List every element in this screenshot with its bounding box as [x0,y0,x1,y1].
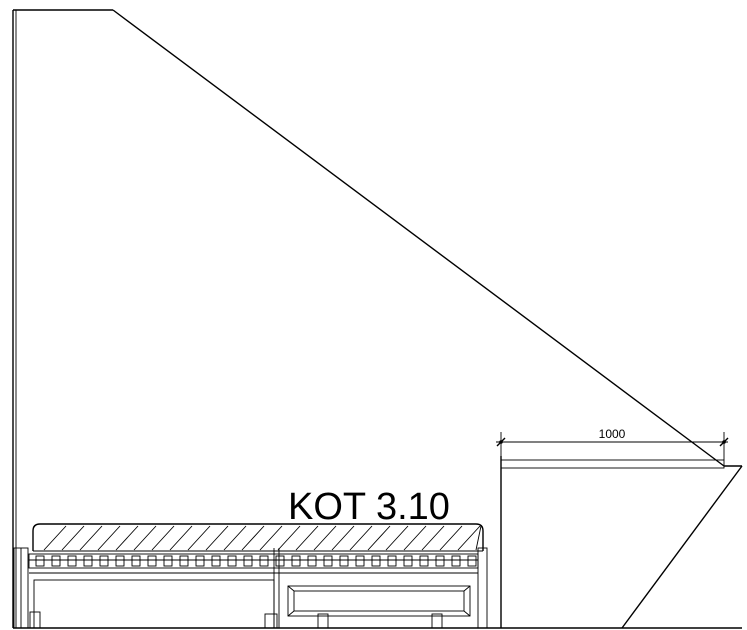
lower-frame-left [33,548,280,629]
joist-block [35,555,45,567]
joist-block [259,555,269,567]
joist-block [355,555,365,567]
hatch-line [259,525,283,551]
dimension-line: 1000 [496,427,729,460]
hatch-line [79,525,103,551]
sloped-outline [13,9,743,629]
hatch-line [205,525,229,551]
joist-block [227,555,237,567]
joist-block [387,555,397,567]
hatch-line [223,525,247,551]
hatch-line [241,525,265,551]
joist-block [243,555,253,567]
joist-block [339,555,349,567]
joist-block [83,555,93,567]
joist-block [195,555,205,567]
dimension-label: 1000 [599,427,626,441]
joist-blocks [35,555,477,567]
slab-hatching [43,525,482,551]
hatch-line [457,525,481,551]
dimension-dot-left [499,440,503,444]
joist-block [131,555,141,567]
right-block [500,456,725,628]
joist-block [467,555,477,567]
deck-slab [32,523,484,552]
joist-block [307,555,317,567]
joist-block [147,555,157,567]
left-wall [12,10,17,628]
hatch-line [331,525,355,551]
hatch-line [187,525,211,551]
joist-block [403,555,413,567]
hatch-line [277,525,301,551]
dimension-dot-right [722,440,726,444]
hatch-line [349,525,373,551]
hatch-line [97,525,121,551]
joist-block [419,555,429,567]
hatch-line [475,525,482,551]
hatch-line [133,525,157,551]
hatch-line [115,525,139,551]
right-post [477,547,488,629]
joist-block [275,555,285,567]
hatch-line [385,525,409,551]
joist-block [211,555,221,567]
joist-block [291,555,301,567]
hatch-line [421,525,445,551]
joist-strip [28,553,479,574]
lower-frame-right [287,585,471,629]
hatch-line [169,525,193,551]
joist-block [435,555,445,567]
joist-block [99,555,109,567]
joist-block [115,555,125,567]
hatch-line [43,525,67,551]
hatch-line [151,525,175,551]
joist-block [451,555,461,567]
hatch-line [295,525,319,551]
joist-block [163,555,173,567]
joist-block [323,555,333,567]
hatch-line [439,525,463,551]
joist-block [371,555,381,567]
hatch-line [313,525,337,551]
joist-block [67,555,77,567]
joist-block [179,555,189,567]
level-label: KOT 3.10 [288,486,450,528]
hatch-line [367,525,391,551]
joist-block [51,555,61,567]
hatch-line [403,525,427,551]
hatch-line [61,525,85,551]
